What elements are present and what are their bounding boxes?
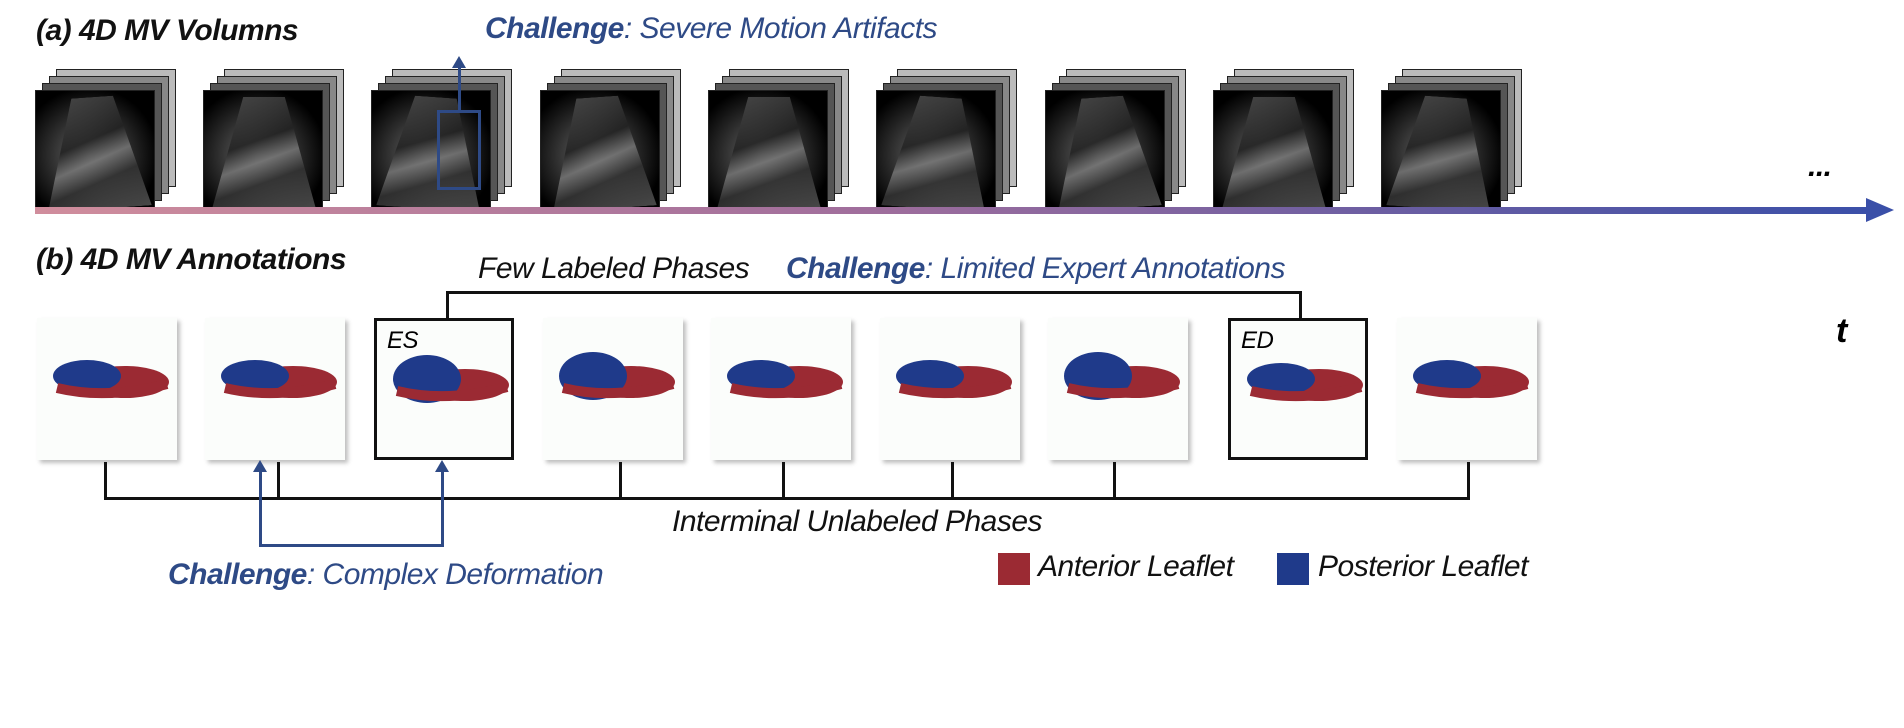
panel-unlabeled xyxy=(711,318,851,460)
volume-front-slice xyxy=(708,90,828,208)
artifact-highlight-box xyxy=(437,110,481,190)
ed-label: ED xyxy=(1241,327,1274,354)
anterior-rim xyxy=(395,382,509,402)
section-a-title: (a) 4D MV Volumns xyxy=(36,14,299,47)
mitral-valve-mesh xyxy=(1247,363,1363,402)
panel-ed: ED xyxy=(1228,318,1368,460)
unlabeled-tick xyxy=(782,462,785,499)
unlabeled-tick xyxy=(1467,462,1470,499)
unlabeled-tick xyxy=(277,462,280,499)
posterior-leaflet xyxy=(53,360,121,392)
ultrasound-fan xyxy=(717,97,821,207)
labeled-bracket-right xyxy=(1299,291,1302,319)
anterior-rim xyxy=(1066,379,1180,399)
ultrasound-fan xyxy=(881,94,993,208)
unlabeled-tick xyxy=(619,462,622,499)
panel-unlabeled xyxy=(37,318,177,460)
mitral-valve-mesh xyxy=(1413,360,1529,399)
challenge-complex-deformation: Challenge: Complex Deformation xyxy=(168,558,604,592)
arrow-head-icon xyxy=(253,460,267,472)
volume-stack xyxy=(876,55,1026,215)
mitral-valve-mesh xyxy=(393,355,509,403)
challenge-text: : Severe Motion Artifacts xyxy=(623,12,938,45)
posterior-leaflet xyxy=(896,360,964,392)
volume-stack xyxy=(1045,55,1195,215)
ultrasound-fan xyxy=(212,97,316,207)
volume-front-slice xyxy=(1213,90,1333,208)
unlabeled-bracket xyxy=(104,497,1470,500)
ultrasound-fan xyxy=(40,94,152,208)
volume-front-slice xyxy=(876,90,996,208)
volume-front-slice xyxy=(203,90,323,208)
unlabeled-phases: Interminal Unlabeled Phases xyxy=(672,505,1043,538)
arrow-head-icon xyxy=(435,460,449,472)
anterior-rim xyxy=(898,379,1012,399)
volume-stack xyxy=(35,55,185,215)
panel-unlabeled xyxy=(1048,318,1188,460)
posterior-leaflet xyxy=(727,360,795,392)
deformation-connector xyxy=(259,544,444,547)
challenge-prefix: Challenge xyxy=(168,558,307,591)
volume-stack xyxy=(1381,55,1531,215)
few-labeled-phases: Few Labeled Phases xyxy=(478,252,750,285)
arrow-head-icon xyxy=(452,56,466,68)
volume-stack xyxy=(203,55,353,215)
volume-front-slice xyxy=(1381,90,1501,208)
anterior-rim xyxy=(729,379,843,399)
volume-stack xyxy=(540,55,690,215)
mitral-valve-mesh xyxy=(727,360,843,399)
legend-anterior-swatch xyxy=(998,553,1030,585)
legend-posterior-swatch xyxy=(1277,553,1309,585)
anterior-rim xyxy=(561,379,675,399)
ellipsis: ... xyxy=(1808,150,1832,183)
mitral-valve-mesh xyxy=(559,352,675,400)
panel-es: ES xyxy=(374,318,514,460)
legend-posterior-label: Posterior Leaflet xyxy=(1318,550,1528,583)
panel-unlabeled xyxy=(543,318,683,460)
ultrasound-fan xyxy=(1222,97,1326,207)
mitral-valve-mesh xyxy=(53,360,169,399)
anterior-rim xyxy=(1415,379,1529,399)
anterior-rim xyxy=(55,379,169,399)
panel-unlabeled xyxy=(205,318,345,460)
challenge-motion-artifacts: Challenge: Severe Motion Artifacts xyxy=(485,12,938,46)
challenge-limited-annotations: Challenge: Limited Expert Annotations xyxy=(786,252,1285,286)
volume-front-slice xyxy=(35,90,155,208)
unlabeled-tick xyxy=(1113,462,1116,499)
anterior-rim xyxy=(1249,382,1363,402)
posterior-leaflet xyxy=(1247,363,1315,395)
anterior-rim xyxy=(223,379,337,399)
labeled-bracket-left xyxy=(446,291,449,319)
ultrasound-fan xyxy=(1386,94,1498,208)
challenge-prefix: Challenge xyxy=(485,12,624,45)
time-arrow-head-icon xyxy=(1866,198,1894,222)
labeled-bracket xyxy=(446,291,1302,294)
deformation-arrow-left xyxy=(259,470,262,547)
unlabeled-tick xyxy=(104,462,107,499)
volume-front-slice xyxy=(1045,90,1165,208)
legend-anterior-label: Anterior Leaflet xyxy=(1038,550,1234,583)
volume-stack xyxy=(708,55,858,215)
es-label: ES xyxy=(387,327,419,354)
posterior-leaflet xyxy=(1413,360,1481,392)
mitral-valve-mesh xyxy=(221,360,337,399)
volume-front-slice xyxy=(540,90,660,208)
ultrasound-fan xyxy=(545,94,657,208)
challenge-text: : Complex Deformation xyxy=(306,558,604,591)
time-axis xyxy=(35,207,1875,214)
volume-stack xyxy=(1213,55,1363,215)
mitral-valve-mesh xyxy=(1064,352,1180,400)
challenge-prefix: Challenge xyxy=(786,252,925,285)
artifact-arrow xyxy=(458,66,461,111)
challenge-text: : Limited Expert Annotations xyxy=(924,252,1286,285)
panel-unlabeled xyxy=(1397,318,1537,460)
posterior-leaflet xyxy=(221,360,289,392)
mitral-valve-mesh xyxy=(896,360,1012,399)
panel-unlabeled xyxy=(880,318,1020,460)
time-label: t xyxy=(1836,312,1847,350)
unlabeled-tick xyxy=(951,462,954,499)
deformation-arrow-right xyxy=(441,470,444,547)
section-b-title: (b) 4D MV Annotations xyxy=(36,243,347,276)
ultrasound-fan xyxy=(1050,94,1162,208)
